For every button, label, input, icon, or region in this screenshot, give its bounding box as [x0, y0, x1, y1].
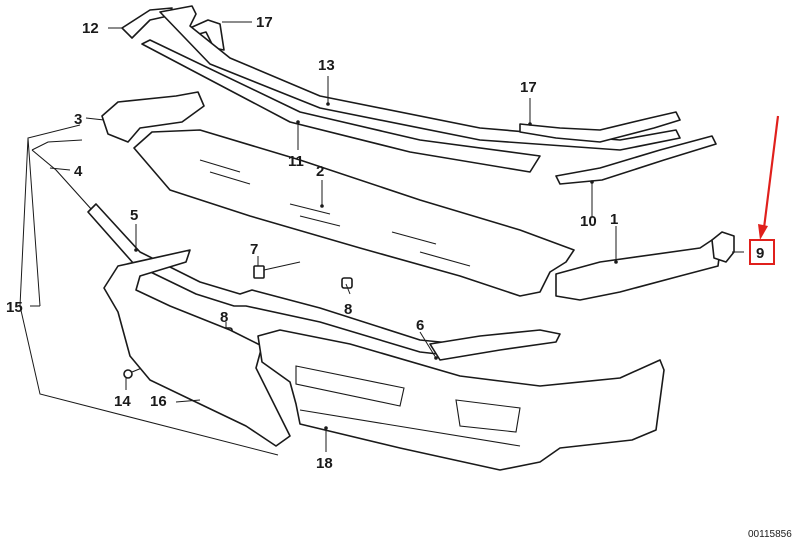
highlight-box: [749, 239, 775, 265]
callout-5: 5: [130, 207, 138, 224]
callout-7: 7: [250, 241, 258, 258]
callout-9: 9: [756, 245, 764, 262]
callout-12: 12: [82, 20, 99, 37]
callout-8-lower: 8: [220, 309, 228, 326]
callout-6: 6: [416, 317, 424, 334]
callout-10: 10: [580, 213, 597, 230]
part-6-strip: [429, 329, 561, 361]
part-4-rail: [31, 139, 93, 211]
callout-2: 2: [316, 163, 324, 180]
part-3-corner: [101, 91, 205, 143]
callout-18: 18: [316, 455, 333, 472]
callout-17-top: 17: [256, 14, 273, 31]
part-11-lower-strip: [141, 39, 541, 173]
part-17-clip-right: [519, 111, 681, 143]
part-13-upper-strip: [159, 5, 681, 151]
part-7-bolt: [253, 261, 301, 279]
callout-14: 14: [114, 393, 131, 410]
callout-15: 15: [6, 299, 23, 316]
callout-8-upper: 8: [344, 301, 352, 318]
part-16-spoiler: [103, 249, 291, 447]
part-2-tray: [133, 129, 575, 297]
callout-17-right: 17: [520, 79, 537, 96]
callout-11: 11: [288, 153, 304, 170]
part-9-clip: [711, 231, 735, 263]
part-18-front-bumper: [257, 329, 665, 471]
part-8-nut-upper: [341, 277, 353, 289]
callout-1: 1: [610, 211, 618, 228]
part-number: 00115856: [748, 529, 792, 540]
leader-lines: [30, 21, 744, 452]
callout-13: 13: [318, 57, 335, 74]
part-1-bumper-right: [555, 239, 721, 301]
callout-3: 3: [74, 111, 82, 128]
part-18-cutouts: [295, 365, 521, 447]
leader-dots: [134, 102, 618, 430]
callout-4: 4: [74, 163, 83, 180]
group-bracket-15: [19, 124, 279, 456]
part-10-strip: [555, 135, 717, 185]
part-2-slots: [199, 159, 471, 267]
highlight-arrow: [758, 115, 780, 240]
callout-16: 16: [150, 393, 167, 410]
